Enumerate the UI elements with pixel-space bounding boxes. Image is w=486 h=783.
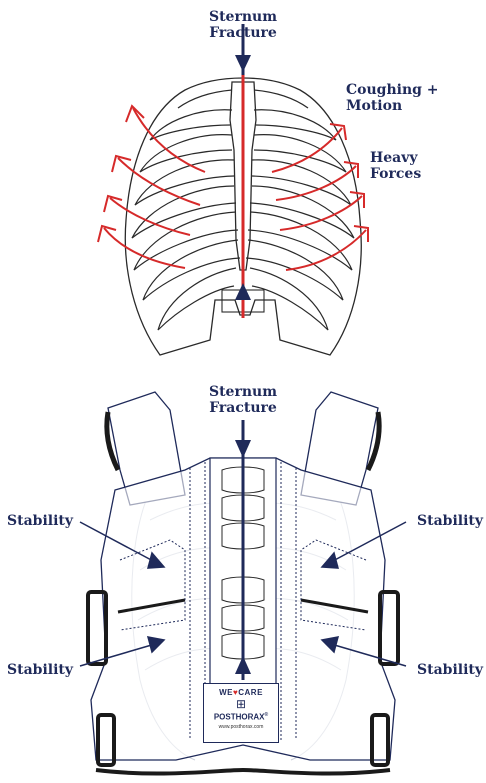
sternum-fracture-title-bottom: Sternum Fracture [194,384,292,416]
brand-name: POSTHORAX® [204,712,278,722]
posthorax-brand-badge: WE♥CARE ⊞ POSTHORAX® www.posthorax.com [203,683,279,743]
brand-url: www.posthorax.com [204,724,278,730]
arrow-down-icon [235,440,251,458]
stability-label-right-bottom: Stability [417,662,483,678]
posthorax-logo-icon: ⊞ [204,698,278,710]
we-care-tagline: WE♥CARE [204,688,278,697]
stability-label-left-bottom: Stability [7,662,73,678]
stability-label-right-top: Stability [417,513,483,529]
stability-label-left-top: Stability [7,513,73,529]
